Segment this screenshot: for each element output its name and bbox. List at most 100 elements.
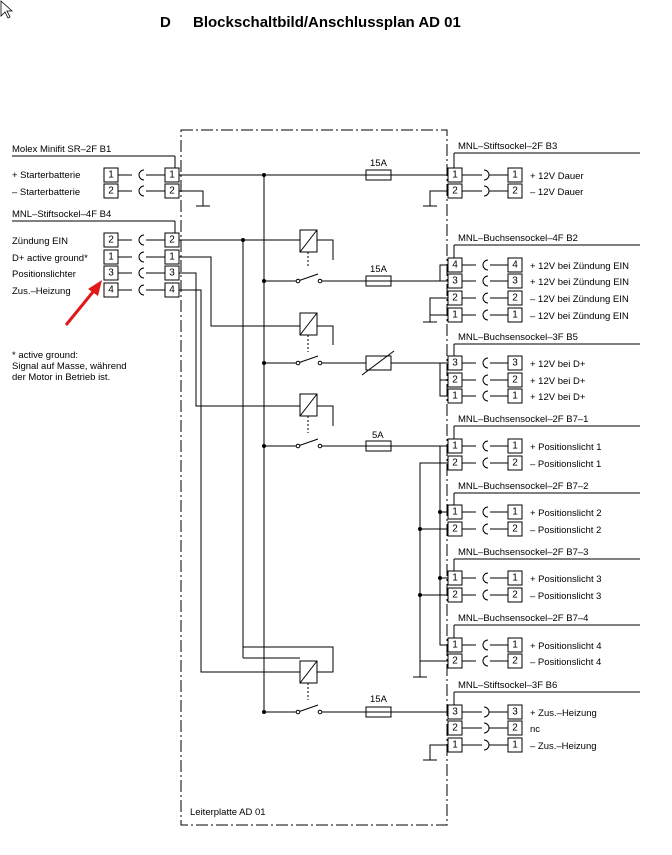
- fuse-rating: 15A: [370, 264, 388, 275]
- connector-header: MNL–Buchsensockel–2F B7–4: [458, 613, 588, 624]
- pin-label: + Positionslicht 3: [530, 574, 602, 585]
- pin-label: – Positionslicht 2: [530, 525, 601, 536]
- pin-number: 2: [512, 186, 518, 197]
- pin-label: + 12V Dauer: [530, 171, 584, 182]
- pin-box: [447, 257, 463, 273]
- pin-number: 4: [169, 285, 175, 296]
- pin-number: 1: [512, 740, 518, 751]
- pin-number: 1: [108, 252, 114, 263]
- fuse-1: 15A: [365, 158, 392, 181]
- wire: [462, 655, 508, 667]
- wire: [462, 722, 508, 734]
- wire: [462, 185, 508, 197]
- wire: [462, 572, 508, 584]
- pin-box: [507, 372, 523, 388]
- pin-number: 1: [512, 441, 518, 452]
- pin-box: [507, 570, 523, 586]
- wire: [462, 390, 508, 402]
- pin-box: [507, 637, 523, 653]
- pin-number: 1: [452, 507, 458, 518]
- connector-b1: Molex Minifit SR–2F B1 + Starterbatterie…: [12, 144, 180, 199]
- fuse-4: 15A: [365, 694, 448, 718]
- wire: [462, 292, 508, 304]
- pin-number: 1: [169, 170, 175, 181]
- footnote-line: Signal auf Masse, während: [12, 361, 127, 372]
- pin-label: + Starterbatterie: [12, 170, 80, 181]
- pin-box: [447, 167, 463, 183]
- pin-number: 1: [108, 170, 114, 181]
- pin-box: [447, 290, 463, 306]
- connector-header: MNL–Stiftsockel–3F B6: [458, 680, 557, 691]
- pin-number: 1: [169, 252, 175, 263]
- title-letter: D: [160, 14, 171, 31]
- pin-number: 2: [452, 293, 458, 304]
- connector-header: MNL–Stiftsockel–4F B4: [12, 209, 111, 220]
- pin-label: + Positionslicht 4: [530, 641, 602, 652]
- mouse-cursor-icon: [0, 0, 14, 19]
- footnote-line: der Motor in Betrieb ist.: [12, 372, 110, 383]
- pin-number: 1: [512, 640, 518, 651]
- pin-box: [447, 273, 463, 289]
- pin-number: 2: [452, 186, 458, 197]
- pin-box: [507, 355, 523, 371]
- pin-box: [447, 455, 463, 471]
- fuse-3: 5A: [365, 430, 448, 452]
- wire: [462, 309, 508, 321]
- pin-label: Positionslichter: [12, 269, 76, 280]
- connector-b4: MNL–Stiftsockel–4F B4 Zündung EIN D+ act…: [12, 209, 180, 298]
- pin-label: + Positionslicht 2: [530, 508, 602, 519]
- pin-label: + 12V bei Zündung EIN: [530, 261, 629, 272]
- pin-box: [447, 388, 463, 404]
- pin-number: 1: [512, 507, 518, 518]
- pin-number: 2: [108, 186, 114, 197]
- pin-number: 1: [452, 170, 458, 181]
- pin-label: Zündung EIN: [12, 236, 68, 247]
- pin-label: + 12V bei D+: [530, 376, 586, 387]
- pin-number: 2: [169, 186, 175, 197]
- pin-number: 4: [452, 260, 458, 271]
- fuse-rating: 5A: [372, 430, 384, 441]
- pin-label: + 12V bei D+: [530, 392, 586, 403]
- pin-box: [447, 372, 463, 388]
- pin-box: [507, 167, 523, 183]
- page-title: Blockschaltbild/Anschlussplan AD 01: [193, 14, 461, 31]
- pin-box: [507, 183, 523, 199]
- pin-number: 3: [169, 268, 175, 279]
- pin-number: 3: [512, 707, 518, 718]
- pin-box: [447, 183, 463, 199]
- fuse-rating: 15A: [370, 694, 388, 705]
- pin-label: D+ active ground*: [12, 253, 88, 264]
- pin-label: + 12V bei Zündung EIN: [530, 277, 629, 288]
- pin-number: 1: [512, 170, 518, 181]
- pin-number: 2: [512, 590, 518, 601]
- pin-label: Zus.–Heizung: [12, 286, 71, 297]
- pin-box: [447, 504, 463, 520]
- pin-box: [447, 587, 463, 603]
- wire: [462, 440, 508, 452]
- pin-number: 2: [452, 458, 458, 469]
- pin-number: 1: [452, 740, 458, 751]
- pin-number: 2: [452, 656, 458, 667]
- pin-box: [507, 290, 523, 306]
- wire: [462, 357, 508, 369]
- pin-box: [447, 438, 463, 454]
- pin-number: 2: [512, 656, 518, 667]
- pin-box: [447, 653, 463, 669]
- connector-header: MNL–Buchsensockel–2F B7–1: [458, 414, 588, 425]
- pin-box: [447, 720, 463, 736]
- pin-number: 3: [512, 358, 518, 369]
- pin-number: 1: [452, 310, 458, 321]
- pin-box: [447, 704, 463, 720]
- wire: [462, 506, 508, 518]
- pin-box: [507, 388, 523, 404]
- pin-box: [507, 587, 523, 603]
- red-arrow-icon: [64, 280, 102, 326]
- pin-box: [507, 455, 523, 471]
- pin-number: 1: [452, 391, 458, 402]
- connector-header: MNL–Buchsensockel–2F B7–2: [458, 481, 588, 492]
